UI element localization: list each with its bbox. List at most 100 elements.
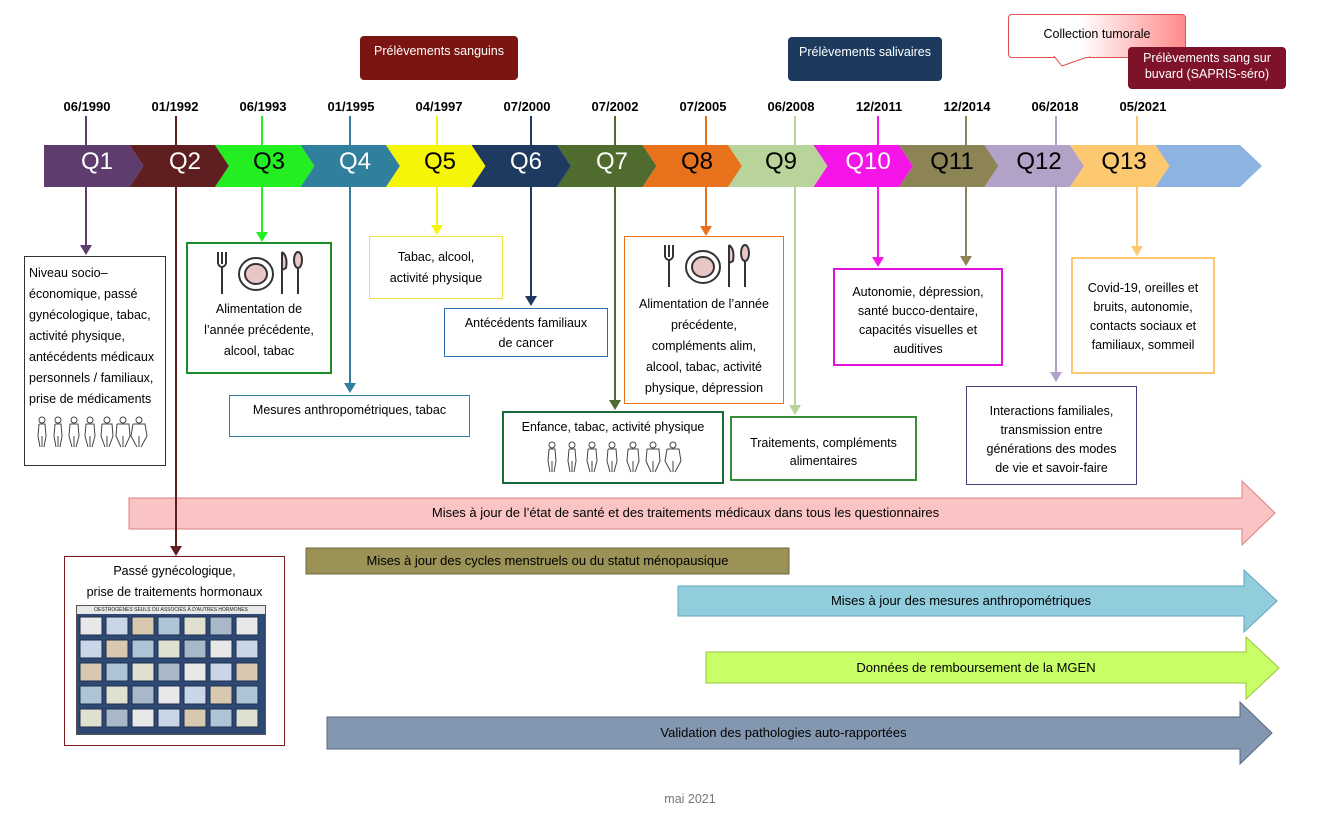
pill-pack [209,708,233,728]
q8-box: Alimentation de l’année précédente, comp… [624,236,784,404]
q3-line: alcool, tabac [223,344,295,358]
pill-pack [105,708,129,728]
mgen-label: Données de remboursement de la MGEN [856,660,1096,675]
pill-pack [79,662,103,682]
q10-label: Q10 [845,148,891,175]
hormone-treatments-panel: OESTROGÈNES SEULS OU ASSOCIÉS À D'AUTRES… [76,605,266,735]
pill-packs-icon [79,616,259,728]
q4-box: Mesures anthropométriques, tabac [229,395,470,437]
pill-pack [79,616,103,636]
validation-label: Validation des pathologies auto-rapporté… [660,725,907,740]
q8-line: physique, dépression [644,381,764,395]
timeline-segment-q11 [899,145,999,187]
blood-sampling-callout: Prélèvements sanguins [360,36,518,80]
timeline-segment-q5 [386,145,486,187]
q3-line: Alimentation de [215,302,303,316]
q10-line: Autonomie, dépression, [852,285,984,299]
date-q10: 12/2011 [855,99,903,114]
q4-label: Q4 [338,148,371,175]
pill-pack [235,685,259,705]
tumor-collection-label: Collection tumorale [1043,27,1151,41]
q5-line: Tabac, alcool, [397,250,475,264]
arrowhead [609,400,621,410]
anthro-updates-label: Mises à jour des mesures anthropométriqu… [830,593,1092,608]
arrowhead [525,296,537,306]
q13-line: familiaux, sommeil [1091,338,1195,352]
arrowhead [431,225,443,235]
timeline-segment-q12 [984,145,1084,187]
pill-pack [131,639,155,659]
pill-pack [209,685,233,705]
timeline-segment-q1 [44,145,144,187]
pill-pack [79,639,103,659]
q7-label: Q7 [595,148,628,175]
validation-band [326,700,1273,766]
pill-pack [183,685,207,705]
q10-line: santé bucco-dentaire, [857,304,979,318]
q9-box: Traitements, compléments alimentaires [730,416,917,481]
pill-pack [157,616,181,636]
date-q3: 06/1993 [239,99,287,114]
sapris-label-line1: Prélèvements sang sur [1143,51,1271,65]
hormone-panel-title: OESTROGÈNES SEULS OU ASSOCIÉS À D'AUTRES… [77,606,265,614]
blood-sampling-label: Prélèvements sanguins [374,44,504,58]
tumor-callout-tail [1053,56,1091,67]
q2-box: Passé gynécologique, prise de traitement… [64,556,285,746]
q3-box: Alimentation de l’année précédente, alco… [186,242,332,374]
timeline-segment-q4 [300,145,400,187]
q6-box: Antécédents familiaux de cancer [444,308,608,357]
q12-line: générations des modes [986,442,1117,456]
q2-line: Passé gynécologique, [113,564,236,578]
pill-pack [157,708,181,728]
q11-label: Q11 [930,148,974,175]
q1-box: Niveau socio– économique, passé gynécolo… [24,256,166,466]
q13-label: Q13 [1101,148,1147,175]
q7-line: Enfance, tabac, activité physique [521,420,705,434]
q9-label: Q9 [764,148,797,175]
timeline-segment-q13 [1070,145,1170,187]
date-q8: 07/2005 [679,99,727,114]
q2-label: Q2 [168,148,201,175]
q1-label: Q1 [80,148,113,175]
q12-line: transmission entre [1000,423,1103,437]
q12-line: Interactions familiales, [989,404,1114,418]
pill-pack [209,662,233,682]
q1-line: antécédents médicaux [29,350,155,364]
pill-pack [183,708,207,728]
q12-label: Q12 [1016,148,1062,175]
q9-line: Traitements, compléments [750,436,897,450]
pill-pack [105,639,129,659]
timeline-segment-q10 [813,145,913,187]
q1-line: Niveau socio– [29,266,108,280]
anthro-updates-band [677,568,1278,634]
saliva-sampling-label: Prélèvements salivaires [799,45,931,59]
arrowhead [1050,372,1062,382]
pill-pack [235,662,259,682]
pill-pack [235,708,259,728]
q5-line: activité physique [389,271,483,285]
arrowhead [789,405,801,415]
pill-pack [131,616,155,636]
date-q9: 06/2008 [767,99,815,114]
q8-label: Q8 [680,148,713,175]
q6-line: Antécédents familiaux [464,316,588,330]
pill-pack [105,662,129,682]
health-updates-band [128,479,1276,547]
pill-pack [131,708,155,728]
pill-pack [157,685,181,705]
q1-line: prise de médicaments [29,392,152,406]
timeline-segment-q8 [642,145,742,187]
arrowhead [700,226,712,236]
q10-line: capacités visuelles et [858,323,978,337]
arrowhead [1131,246,1143,256]
q3-label: Q3 [252,148,285,175]
timeline-segment-q6 [471,145,571,187]
pill-pack [105,685,129,705]
pill-pack [183,616,207,636]
date-q5: 04/1997 [415,99,463,114]
q4-line: Mesures anthropométriques, tabac [252,403,447,417]
date-q4: 01/1995 [327,99,375,114]
sapris-callout: Prélèvements sang sur buvard (SAPRIS-sér… [1128,47,1286,89]
